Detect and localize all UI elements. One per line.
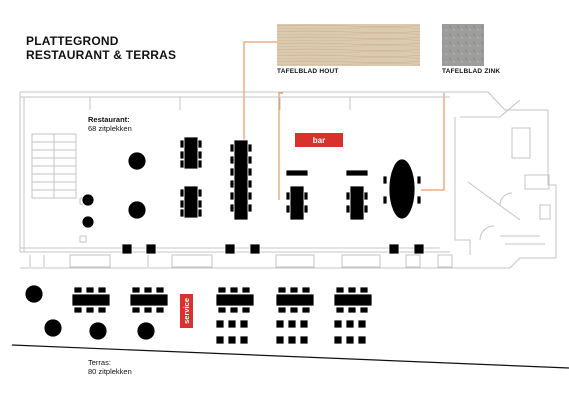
round-table xyxy=(81,215,95,229)
long-table xyxy=(183,185,199,219)
round-table xyxy=(127,151,147,171)
terras-label: Terras: 80 zitplekken xyxy=(88,358,132,376)
plan-title: PLATTEGROND RESTAURANT & TERRAS xyxy=(26,34,176,62)
round-table xyxy=(81,193,95,207)
wood-tabletop-label: TAFELBLAD HOUT xyxy=(277,68,339,75)
restaurant-furniture xyxy=(81,136,425,255)
table xyxy=(275,293,315,307)
round-table xyxy=(43,318,63,338)
oval-table xyxy=(388,158,416,220)
terrace-kerb-line xyxy=(11,344,569,369)
restaurant-capacity: 68 zitplekken xyxy=(88,124,132,133)
terras-name: Terras: xyxy=(88,358,111,367)
table xyxy=(71,293,111,307)
table xyxy=(349,185,365,221)
long-table xyxy=(233,139,249,221)
restaurant-label: Restaurant: 68 zitplekken xyxy=(88,115,132,133)
service-tag-label: service xyxy=(182,298,191,324)
restaurant-name: Restaurant: xyxy=(88,115,130,124)
plan-title-line2: RESTAURANT & TERRAS xyxy=(26,48,177,62)
table xyxy=(333,293,373,307)
long-table xyxy=(183,136,199,170)
material-leader-lines xyxy=(243,41,445,200)
building-walls xyxy=(19,91,557,269)
round-table xyxy=(136,321,156,341)
table xyxy=(129,293,169,307)
wood-tabletop-swatch xyxy=(277,24,420,66)
table xyxy=(215,293,255,307)
service-tag: service xyxy=(180,294,193,328)
round-table xyxy=(88,321,108,341)
bar-tag: bar xyxy=(295,133,343,147)
round-table xyxy=(127,200,147,220)
terrace-furniture xyxy=(24,284,373,345)
zinc-tabletop-swatch xyxy=(442,24,484,66)
table xyxy=(289,185,305,221)
plan-title-line1: PLATTEGROND xyxy=(26,34,119,48)
terras-capacity: 80 zitplekken xyxy=(88,367,132,376)
round-table xyxy=(24,284,44,304)
zinc-tabletop-label: TAFELBLAD ZINK xyxy=(442,68,501,75)
